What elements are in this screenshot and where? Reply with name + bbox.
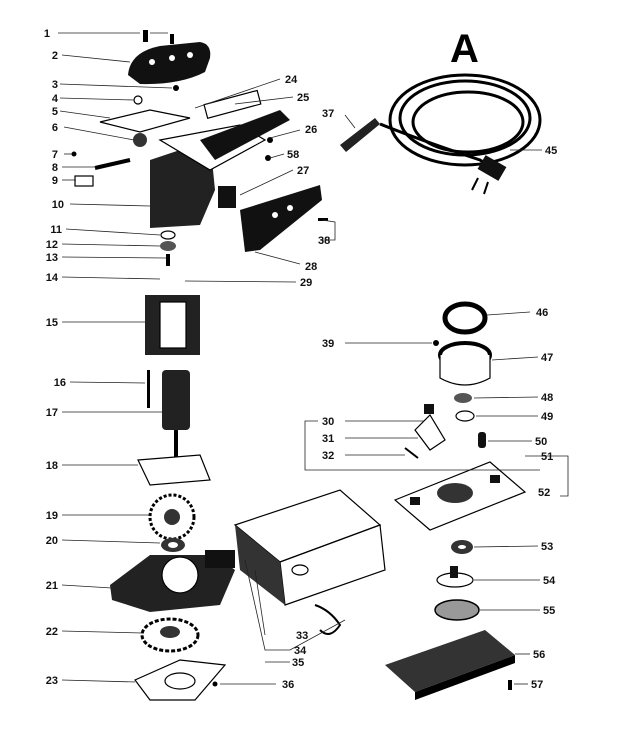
part-39-screw	[433, 340, 439, 346]
part-52-pad-base	[393, 461, 527, 531]
part-53-bearing	[451, 540, 473, 554]
callout-47: 47	[541, 352, 553, 364]
callout-31: 31	[322, 433, 334, 445]
part-16-pin	[147, 370, 150, 408]
callout-33: 33	[296, 630, 308, 642]
leader-lines	[58, 32, 569, 685]
part-1-screw	[143, 30, 174, 44]
part-48-49-washers	[454, 393, 475, 422]
callout-13: 13	[46, 252, 58, 264]
callout-1: 1	[44, 28, 50, 40]
part-10-housing	[150, 110, 290, 228]
callout-11: 11	[50, 224, 62, 236]
part-11-13-bearing	[160, 230, 176, 266]
callout-18: 18	[46, 460, 58, 472]
part-33-35-dust-frame	[233, 489, 386, 635]
part-3-6-small-parts	[99, 85, 191, 147]
callout-30: 30	[322, 416, 334, 428]
callout-57: 57	[531, 679, 543, 691]
callout-22: 22	[46, 626, 58, 638]
part-45-cord	[379, 73, 542, 195]
callout-39: 39	[322, 338, 334, 350]
callout-28: 28	[305, 261, 317, 273]
callout-55: 55	[543, 605, 555, 617]
callout-34: 34	[294, 645, 307, 657]
callout-38: 38	[318, 235, 330, 247]
part-28-handle	[240, 185, 322, 252]
part-36-screw	[212, 681, 218, 687]
callout-20: 20	[46, 535, 58, 547]
callout-6: 6	[52, 122, 58, 134]
part-57-screw	[508, 680, 512, 690]
callout-15: 15	[46, 317, 58, 329]
callout-8: 8	[52, 162, 58, 174]
callout-24: 24	[285, 74, 298, 86]
callout-37: 37	[322, 108, 334, 120]
part-54-eccentric	[436, 566, 474, 588]
part-17-armature	[162, 370, 190, 458]
part-24-25-brush	[203, 89, 262, 119]
callout-23: 23	[46, 675, 58, 687]
part-22-fan	[140, 617, 200, 653]
callout-21: 21	[46, 580, 58, 592]
callout-12: 12	[46, 239, 58, 251]
callout-25: 25	[297, 92, 309, 104]
part-27-clip	[218, 186, 236, 208]
callout-numbers: 1 2 3 4 5 6 7 8 9 10 11 12 13 14 15 16 1…	[44, 28, 557, 691]
part-15-field-coil	[145, 295, 200, 355]
callout-36: 36	[282, 679, 294, 691]
part-23-plate	[134, 659, 227, 701]
part-55-disc	[434, 599, 480, 621]
callout-58: 58	[287, 149, 299, 161]
part-20-bearing	[161, 538, 185, 552]
callout-17: 17	[46, 407, 58, 419]
callout-52: 52	[538, 487, 550, 499]
callout-35: 35	[292, 657, 304, 669]
callout-45: 45	[545, 145, 557, 157]
part-38-screw	[318, 218, 328, 221]
callout-29: 29	[300, 277, 312, 289]
part-37-strain-relief	[340, 118, 380, 152]
part-26-58-screws	[265, 137, 273, 161]
callout-9: 9	[52, 175, 58, 187]
callout-46: 46	[536, 307, 548, 319]
callout-48: 48	[541, 392, 553, 404]
part-30-32-lever	[404, 404, 446, 459]
part-7-9-switch	[71, 151, 131, 187]
callout-14: 14	[46, 272, 59, 284]
part-18-shroud	[137, 454, 211, 486]
part-drawings	[71, 30, 542, 701]
callout-7: 7	[52, 149, 58, 161]
callout-56: 56	[533, 649, 545, 661]
part-21-gear-housing	[110, 550, 235, 612]
part-47-housing	[438, 341, 492, 386]
callout-53: 53	[541, 541, 553, 553]
part-56-pad	[385, 630, 515, 700]
callout-5: 5	[52, 106, 58, 118]
callout-10: 10	[52, 199, 64, 211]
part-19-gear	[148, 493, 196, 541]
callout-32: 32	[322, 450, 334, 462]
callout-50: 50	[535, 436, 547, 448]
callout-54: 54	[543, 575, 556, 587]
callout-51: 51	[541, 451, 553, 463]
sheet-letter: A	[450, 27, 479, 71]
part-2-cover	[128, 42, 211, 85]
callout-2: 2	[52, 50, 58, 62]
part-50-pin	[478, 432, 486, 448]
callout-4: 4	[52, 93, 59, 105]
part-46-ring	[442, 301, 488, 335]
callout-26: 26	[305, 124, 317, 136]
callout-16: 16	[54, 377, 66, 389]
callout-27: 27	[297, 165, 309, 177]
callout-3: 3	[52, 79, 58, 91]
callout-19: 19	[46, 510, 58, 522]
callout-49: 49	[541, 411, 553, 423]
